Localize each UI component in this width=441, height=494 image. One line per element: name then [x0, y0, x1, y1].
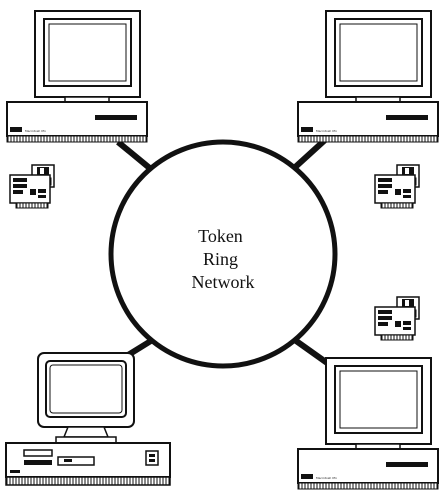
ring-label: Token Ring Network: [192, 226, 255, 292]
token-ring: [108, 139, 338, 369]
connector-top-left: [116, 139, 154, 173]
brand-label: Macintosh IIfx: [316, 476, 337, 480]
computer-bottom-left: [5, 352, 171, 486]
computer-bottom-right: Macintosh IIfx: [297, 357, 439, 490]
brand-label: Macintosh IIfx: [25, 129, 46, 133]
computer-top-left: Macintosh IIfx: [6, 10, 148, 143]
ring-label-line-3: Network: [192, 272, 255, 292]
connector-top-right: [289, 137, 328, 173]
ring-label-line-2: Ring: [203, 249, 238, 269]
network-card-left: [9, 164, 55, 209]
ring-label-line-1: Token: [198, 226, 243, 246]
brand-label: Macintosh IIfx: [316, 129, 337, 133]
ring-connectors: [116, 137, 332, 368]
network-card-right-lower: [374, 296, 420, 341]
network-card-right-upper: [374, 164, 420, 209]
connector-bottom-right: [290, 335, 332, 368]
computer-top-right: Macintosh IIfx: [297, 10, 439, 143]
